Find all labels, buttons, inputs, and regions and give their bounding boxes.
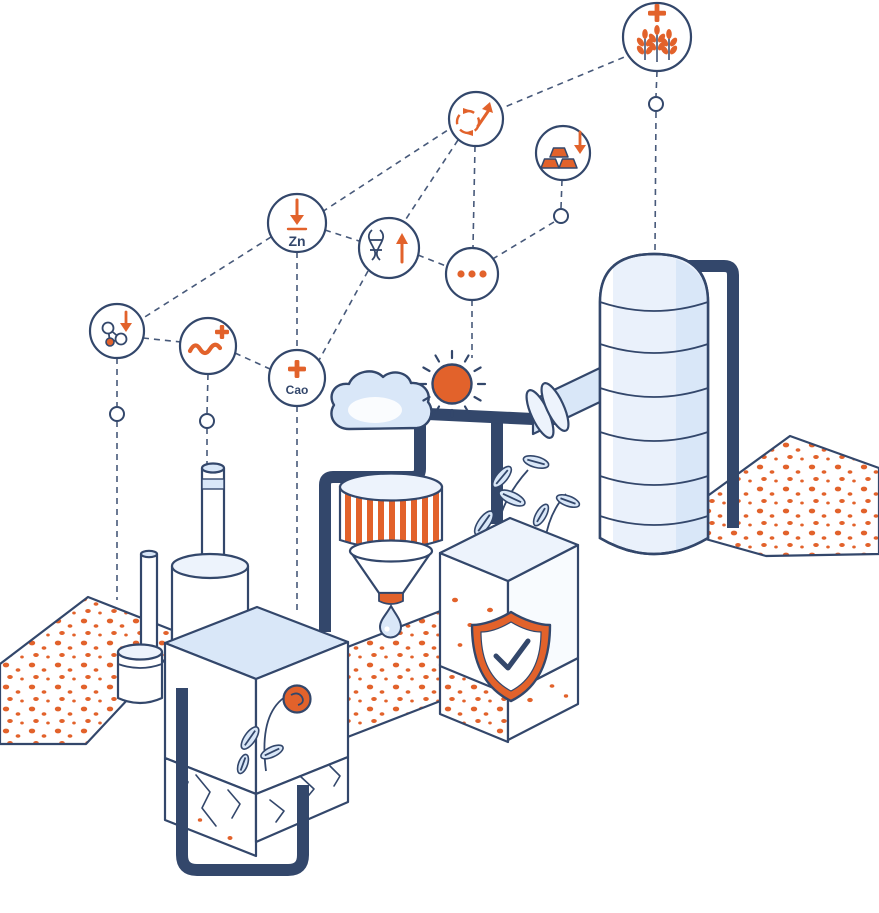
node-organisms [178, 316, 238, 376]
node-molecule-loss [88, 302, 146, 360]
water-drop-icon [378, 603, 403, 639]
soil-block-with-plants [438, 454, 581, 696]
tank-outlet-pipe [688, 260, 739, 528]
node-crop-increase [621, 1, 693, 73]
dna-up-arrow-icon [368, 229, 408, 264]
node-calcium: Cao [267, 348, 327, 408]
node-minerals-loss [534, 124, 592, 182]
calcium-label: Cao [286, 383, 309, 397]
sun-icon [417, 349, 487, 419]
junction-dot [199, 413, 215, 429]
junction-dots [109, 96, 664, 429]
calcium-plus-icon [288, 360, 306, 378]
pipe-flange [540, 382, 570, 432]
recycle-up-arrow-icon [455, 102, 493, 136]
zinc-label: Zn [288, 233, 305, 249]
funnel-stripes [345, 487, 439, 549]
worm-plus-icon [187, 325, 229, 356]
node-zinc: Zn [266, 192, 328, 254]
storage-tank-icon [598, 252, 710, 556]
zinc-down-arrow-icon [286, 198, 308, 231]
wheat-plus-icon [636, 4, 678, 62]
connector-lines [116, 52, 658, 614]
network-nodes: Zn [88, 1, 693, 408]
junction-dot [109, 406, 125, 422]
funnel-icon [338, 472, 444, 639]
junction-dot [648, 96, 664, 112]
small-silo-icon [116, 549, 164, 705]
node-more [444, 246, 500, 302]
wilted-flower-icon [236, 684, 312, 775]
junction-dot [553, 208, 569, 224]
node-dna [357, 216, 421, 280]
check-icon [493, 638, 531, 671]
ellipsis-icon [457, 270, 487, 278]
gold-bars-down-arrow-icon [540, 130, 586, 169]
feed-pipe [525, 365, 604, 439]
shield-check-icon [470, 610, 552, 703]
drain-pipe [176, 688, 309, 876]
node-nutrient-cycle [447, 90, 505, 148]
cloud-icon [330, 370, 433, 431]
chimney-icon [170, 462, 250, 654]
molecule-down-arrow-icon [101, 310, 132, 347]
